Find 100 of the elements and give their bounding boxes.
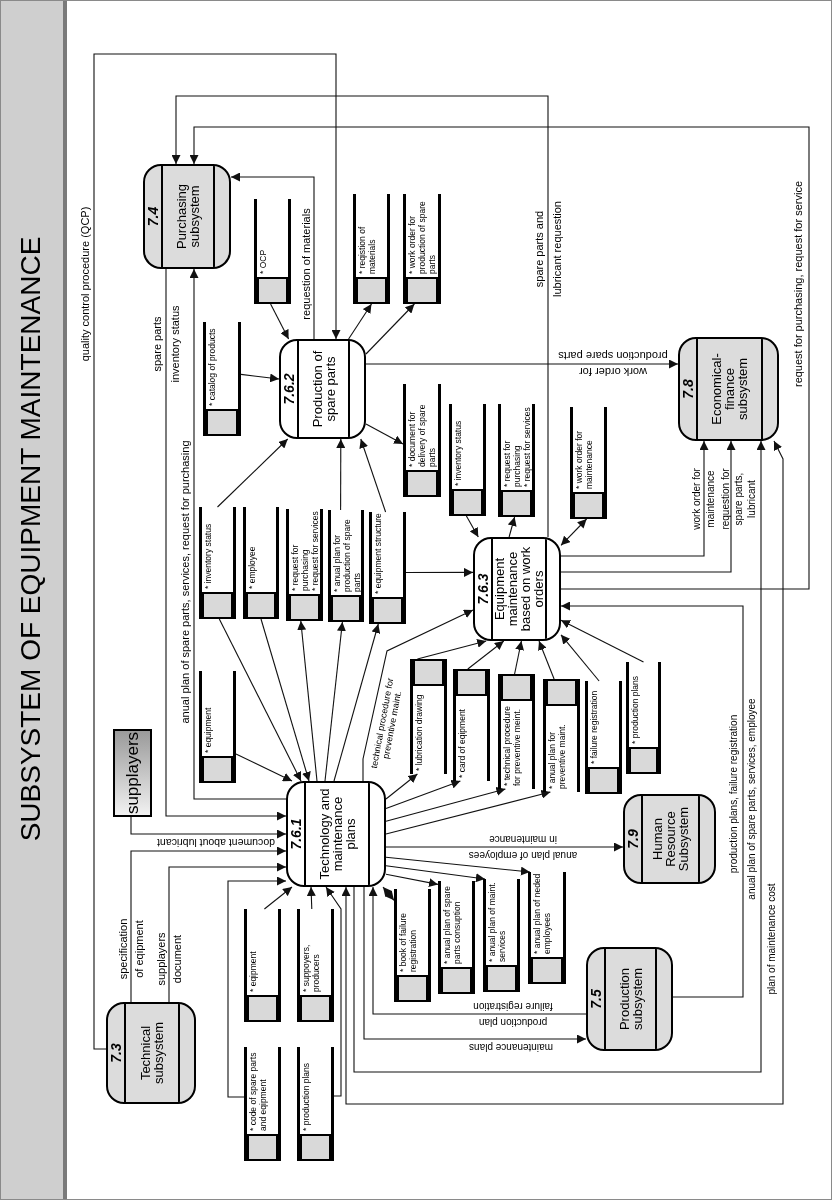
process-box xyxy=(286,781,386,887)
data-store xyxy=(254,199,291,304)
process-title: Economical-finance subsystem xyxy=(710,352,749,427)
flow-arrow xyxy=(514,640,524,675)
external-entity-box xyxy=(113,729,152,817)
store-label: * inventory status xyxy=(203,522,213,589)
store-label: * suppoyers, producers xyxy=(301,943,321,992)
flow-arrow xyxy=(560,634,600,682)
flow-arrow xyxy=(297,620,318,782)
data-store xyxy=(410,659,447,774)
process-title: Human Resource Subsystem xyxy=(651,805,690,874)
store-label: * work order for maintenance xyxy=(574,429,594,489)
data-store xyxy=(369,512,406,624)
process-box xyxy=(678,337,779,441)
edge-label: production plan failure registration xyxy=(472,1000,554,1030)
store-label: * work order for production of spare parts xyxy=(407,200,437,274)
store-label: * employee xyxy=(247,545,257,589)
flow-arrow xyxy=(165,268,287,821)
store-label: * book of failure registration xyxy=(398,911,418,972)
store-label: * code of spare parts and eqipment xyxy=(248,1051,268,1131)
process-title: Equipment maintenance based on work orders xyxy=(493,545,545,634)
flow-arrow xyxy=(467,640,505,670)
flow-arrow xyxy=(218,618,302,782)
flow-arrow xyxy=(336,438,346,511)
data-store xyxy=(438,881,475,994)
flow-arrow xyxy=(385,787,506,822)
data-store xyxy=(403,194,441,304)
flow-arrow xyxy=(416,638,487,660)
flow-arrow xyxy=(365,303,415,355)
flow-arrow xyxy=(385,856,531,876)
store-label: * production plans xyxy=(630,674,640,744)
data-store xyxy=(498,404,535,517)
store-label: * equipment xyxy=(203,706,213,753)
store-label: * card of eqipment xyxy=(457,708,467,778)
edge-label: document about lubricant xyxy=(156,837,276,849)
store-label: * document for delivery of spare parts xyxy=(407,403,437,467)
store-label: * request for purchasing xyxy=(502,439,522,487)
flow-arrow xyxy=(260,618,311,782)
process-number: 7.6.2 xyxy=(282,373,296,405)
data-store xyxy=(203,322,241,436)
flow-arrow xyxy=(560,440,709,557)
data-store xyxy=(297,1047,334,1161)
store-label: * anual plan of maint. services xyxy=(487,881,507,962)
edge-label: quality control procedure (QCP) xyxy=(78,205,92,364)
flow-arrow xyxy=(227,876,287,1098)
flow-arrow xyxy=(560,518,588,546)
store-label: * catalog of products xyxy=(207,327,217,406)
process-box xyxy=(279,339,366,439)
edge-label: anual plan of employees in maintenance xyxy=(467,833,579,863)
diagram-title: SUBSYSTEM OF EQUIPMENT MAINTENANCE xyxy=(15,235,47,844)
flow-arrow xyxy=(365,359,679,369)
flow-arrow xyxy=(230,172,315,340)
store-label: * request for services xyxy=(310,510,320,591)
flow-arrow xyxy=(130,846,287,1003)
flow-arrow xyxy=(168,862,287,1003)
edge-label: anual plan of spare parts, services, employee xyxy=(746,697,758,902)
flow-arrow xyxy=(385,779,461,810)
flow-arrow xyxy=(216,438,289,508)
process-box xyxy=(473,537,561,641)
flow-arrow xyxy=(385,773,418,800)
data-store xyxy=(199,507,236,619)
process-box xyxy=(623,794,716,884)
flow-arrow xyxy=(189,268,287,800)
data-store xyxy=(449,404,486,516)
edge-label: spare parts and lubricant requestion xyxy=(532,200,564,299)
data-store xyxy=(244,909,281,1022)
flow-arrow xyxy=(368,886,587,1015)
flow-arrow xyxy=(333,623,381,782)
process-box xyxy=(143,164,231,269)
data-store xyxy=(286,509,323,621)
data-store xyxy=(570,407,607,519)
flow-arrow xyxy=(306,886,316,910)
store-label: * request for services xyxy=(522,406,532,487)
edge-label: spare parts inventory status xyxy=(150,304,182,385)
data-store xyxy=(297,909,334,1022)
flow-arrow xyxy=(240,373,280,383)
flow-arrow xyxy=(324,621,346,782)
data-store xyxy=(483,879,520,992)
entity-label: supplayers xyxy=(124,731,141,815)
process-box xyxy=(586,947,673,1051)
flow-arrow xyxy=(538,640,555,680)
store-label: * inventory status xyxy=(453,419,463,486)
store-label: * request for purchasing xyxy=(290,543,310,591)
flow-arrow xyxy=(560,619,645,663)
process-box xyxy=(106,1002,196,1104)
edge-label: anual plan of spare parts, services, request for purchasing xyxy=(178,439,192,726)
data-store xyxy=(403,384,441,497)
data-store xyxy=(585,681,622,794)
flow-arrow xyxy=(560,440,736,573)
data-store xyxy=(498,674,535,789)
flow-arrow xyxy=(171,95,549,538)
flow-arrow xyxy=(93,53,341,1050)
flow-arrow xyxy=(560,601,744,998)
data-store xyxy=(199,671,236,783)
flow-arrow xyxy=(405,567,474,577)
flow-arrow xyxy=(365,423,404,445)
data-store xyxy=(543,679,580,792)
flow-arrow xyxy=(385,842,624,852)
store-label: * reqistion of materials xyxy=(357,225,377,274)
store-label: * anual plan for preventive maint. xyxy=(547,723,567,789)
